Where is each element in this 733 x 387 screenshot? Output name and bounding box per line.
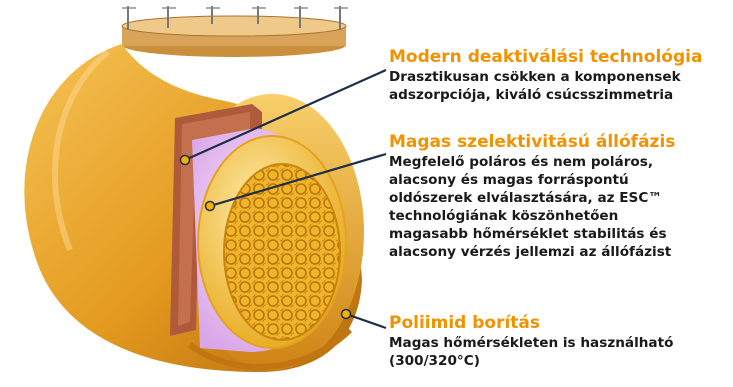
callout-title: Modern deaktiválási technológia — [389, 47, 729, 68]
callout-line: alacsony és magas forráspontú — [389, 171, 729, 189]
callout-line: adszorpciója, kiváló csúcsszimmetria — [389, 86, 729, 104]
callout-line: Drasztikusan csökken a komponensek — [389, 68, 729, 86]
callout-line: magasabb hőmérséklet stabilitás és — [389, 225, 729, 243]
callout-line: oldószerek elválasztására, az ESC™ — [389, 189, 729, 207]
callout-stationary-phase: Magas szelektivitású állófázis Megfelelő… — [389, 132, 729, 261]
column-cage — [122, 6, 348, 57]
callout-line: alacsony vérzés jellemzi az állófázist — [389, 243, 729, 261]
callout-polyimide: Poliimid borítás Magas hőmérsékleten is … — [389, 313, 729, 370]
callout-line: Magas hőmérsékleten is használható — [389, 334, 729, 352]
callout-title: Magas szelektivitású állófázis — [389, 132, 729, 153]
callout-line: Megfelelő poláros és nem poláros, — [389, 153, 729, 171]
callout-title: Poliimid borítás — [389, 313, 729, 334]
callout-deactivation: Modern deaktiválási technológia Drasztik… — [389, 47, 729, 104]
callout-line: (300/320°C) — [389, 352, 729, 370]
callout-line: technológiának köszönhetően — [389, 207, 729, 225]
